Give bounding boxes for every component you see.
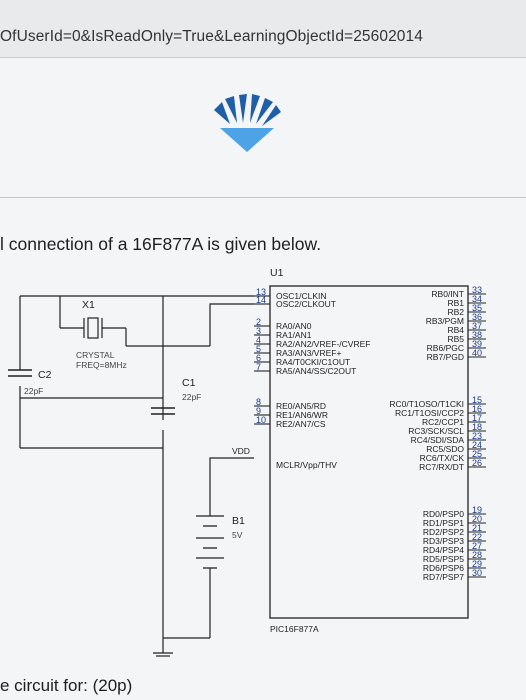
- pin-number: 36: [472, 312, 482, 322]
- x1-reference: X1: [82, 299, 95, 311]
- pin-number: 13: [256, 287, 266, 297]
- pin-number: 15: [472, 395, 482, 405]
- pin-label: RA1/AN1: [276, 330, 312, 340]
- pin-number: 14: [256, 295, 266, 305]
- pin-number: 25: [472, 449, 482, 459]
- vdd-label: VDD: [232, 446, 250, 456]
- x1-desc-line1: CRYSTAL: [76, 350, 115, 360]
- pin-number: 30: [472, 568, 482, 578]
- b1-reference: B1: [232, 515, 245, 527]
- marks-text: e circuit for: (20p): [0, 676, 133, 695]
- pin-label: RD1/PSP1: [423, 518, 464, 528]
- pin-number: 19: [472, 505, 482, 515]
- pin-number: 28: [472, 550, 482, 560]
- pin-label: RB2: [447, 307, 464, 317]
- crystal-x1-symbol: [83, 317, 103, 339]
- pin-label: RC3/SCK/SCL: [408, 426, 464, 436]
- circuit-wires: [19, 295, 254, 654]
- pic-chip-body: [269, 285, 469, 619]
- pin-label: RB4: [447, 325, 464, 335]
- pin-number: 10: [256, 415, 266, 425]
- content-divider: [0, 197, 526, 198]
- pin-label: RC6/TX/CK: [420, 453, 465, 463]
- pin-number: 24: [472, 440, 482, 450]
- pin-label: RD0/PSP0: [423, 509, 464, 519]
- pin-label: OSC2/CLKOUT: [276, 299, 336, 309]
- pin-number: 38: [472, 330, 482, 340]
- pin-number: 29: [472, 559, 482, 569]
- b1-value: 5V: [232, 530, 243, 540]
- pin-label: RD3/PSP3: [423, 536, 464, 546]
- pin-label: RD7/PSP7: [423, 572, 464, 582]
- address-bar-url[interactable]: OfUserId=0&IsReadOnly=True&LearningObjec…: [0, 28, 423, 45]
- pin-label: RC2/CCP1: [422, 417, 464, 427]
- pin-number: 9: [256, 406, 261, 416]
- pin-label: RE1/AN6/WR: [276, 410, 328, 420]
- pin-number: 37: [472, 321, 482, 331]
- pin-label: RB1: [447, 298, 464, 308]
- pin-number: 8: [256, 397, 261, 407]
- pin-label: RA4/T0CKI/C1OUT: [276, 357, 350, 367]
- pin-number: 6: [256, 353, 261, 363]
- pin-label: RE2/AN7/CS: [276, 419, 326, 429]
- pin-label: RD5/PSP5: [423, 554, 464, 564]
- pin-label: RD2/PSP2: [423, 527, 464, 537]
- pin-number: 33: [472, 285, 482, 295]
- pin-number: 7: [256, 362, 261, 372]
- pin-label: RC1/T1OSI/CCP2: [395, 408, 464, 418]
- mclr-label: MCLR/Vpp/THV: [276, 460, 337, 470]
- pin-number: 21: [472, 523, 482, 533]
- pin-number: 5: [256, 344, 261, 354]
- pin-label: RA5/AN4/SS/C2OUT: [276, 366, 356, 376]
- question-text: l connection of a 16F877A is given below…: [0, 234, 322, 254]
- pin-label: RC7/RX/DT: [419, 462, 464, 472]
- c1-reference: C1: [182, 377, 196, 389]
- pin-number: 22: [472, 532, 482, 542]
- pin-number: 16: [472, 404, 482, 414]
- pin-label: RB5: [447, 334, 464, 344]
- c2-value: 22pF: [24, 386, 43, 396]
- chip-part-label: PIC16F877A: [270, 624, 319, 634]
- pin-number: 4: [256, 335, 261, 345]
- pin-label: RB7/PGD: [427, 352, 464, 362]
- battery-b1-symbol: [196, 515, 224, 569]
- pin-label: RB6/PGC: [427, 343, 464, 353]
- pin-number: 39: [472, 339, 482, 349]
- site-logo: [214, 94, 281, 152]
- pin-label: OSC1/CLKIN: [276, 291, 327, 301]
- pin-number: 23: [472, 431, 482, 441]
- logo-fan-icon: [214, 94, 281, 152]
- x1-desc-line2: FREQ=8MHz: [76, 360, 127, 370]
- c1-value: 22pF: [182, 392, 201, 402]
- schematic-diagram: 13 OSC1/CLKIN 14 OSC2/CLKOUT 2 RA0/AN0 3 RA1/AN…: [8, 267, 486, 657]
- chip-reference: U1: [270, 267, 284, 279]
- pin-number: 40: [472, 348, 482, 358]
- pin-label: RA0/AN0: [276, 321, 312, 331]
- pin-number: 34: [472, 294, 482, 304]
- capacitor-c2-symbol: [8, 369, 32, 377]
- pin-label: RD6/PSP6: [423, 563, 464, 573]
- capacitor-c1-symbol: [151, 407, 175, 415]
- pin-label: RA2/AN2/VREF-/CVREF: [276, 339, 370, 349]
- pin-number: 27: [472, 541, 482, 551]
- pin-label: RA3/AN3/VREF+: [276, 348, 341, 358]
- pin-label: RB3/PGM: [426, 316, 464, 326]
- pin-number: 2: [256, 317, 261, 327]
- pin-label: RD4/PSP4: [423, 545, 464, 555]
- pin-number: 17: [472, 413, 482, 423]
- pin-label: RE0/AN5/RD: [276, 401, 326, 411]
- chip-pins: 13 OSC1/CLKIN 14 OSC2/CLKOUT 2 RA0/AN0 3 RA1/AN…: [254, 285, 486, 582]
- browser-address-bar[interactable]: OfUserId=0&IsReadOnly=True&LearningObjec…: [0, 0, 526, 58]
- pin-number: 18: [472, 422, 482, 432]
- pin-number: 35: [472, 303, 482, 313]
- pin-number: 3: [256, 326, 261, 336]
- pin-label: RB0/INT: [431, 289, 464, 299]
- pin-number: 20: [472, 514, 482, 524]
- pin-label: RC4/SDI/SDA: [411, 435, 465, 445]
- pin-label: RC5/SDO: [426, 444, 464, 454]
- pin-number: 26: [472, 458, 482, 468]
- pin-label: RC0/T1OSO/T1CKI: [389, 399, 464, 409]
- c2-reference: C2: [38, 369, 52, 381]
